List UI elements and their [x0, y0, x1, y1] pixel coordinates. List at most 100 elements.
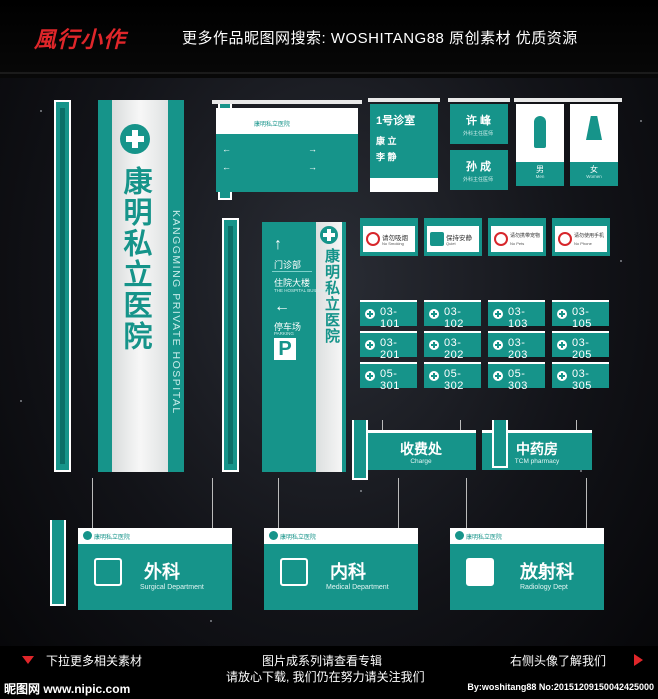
- star: [210, 620, 212, 622]
- sign-subtitle: TCM pharmacy: [514, 458, 560, 465]
- warning-sign-no-pets: 请勿携带宠物 No Pets: [488, 218, 546, 256]
- woman-icon: [586, 116, 602, 140]
- department-name-en: Radiology Dept: [520, 584, 568, 591]
- doctor-name: 许 峰: [466, 115, 492, 127]
- footer-bar: 下拉更多相关素材 图片成系列请查看专辑 请放心下载, 我们仍在努力请关注我们 右…: [0, 646, 658, 699]
- header-slogan: 更多作品昵图网搜索: WOSHITANG88 原创素材 优质资源: [182, 30, 578, 47]
- department-name-en: Surgical Department: [140, 584, 204, 591]
- room-number-sign: 03-202: [424, 331, 481, 361]
- directory-item: 住院大楼: [274, 278, 311, 288]
- medical-cross-icon: [429, 309, 439, 319]
- hospital-tower-sign: 康明私立医院 KANGGMING PRIVATE HOSPITAL: [98, 100, 184, 472]
- department-sign-radiology: 康明私立医院 放射科 Radiology Dept: [450, 528, 604, 610]
- department-sign-internal: 康明私立医院 内科 Medical Department: [264, 528, 418, 610]
- arrow-left-icon: ←: [222, 144, 231, 154]
- stethoscope-icon: [280, 558, 308, 586]
- quiet-icon: [430, 232, 444, 246]
- medical-cross-icon: [429, 340, 439, 350]
- department-name: 内科: [330, 562, 366, 582]
- room-number: 03-103: [508, 306, 528, 330]
- mount-bar: [568, 98, 622, 102]
- medical-cross-icon: [493, 371, 503, 381]
- slim-pole-sign: [54, 100, 71, 472]
- sign-title: 收费处: [400, 441, 442, 457]
- footer-album-link[interactable]: 图片成系列请查看专辑: [262, 654, 383, 668]
- door-sign-room1: 1号诊室 康 立 李 静: [370, 104, 438, 192]
- doctor-title: 外科主任医师: [463, 177, 494, 183]
- arrow-right-icon: →: [308, 162, 317, 172]
- arrow-left-icon: ←: [222, 162, 231, 172]
- directory-item: 门诊部: [274, 260, 302, 270]
- star: [20, 400, 22, 402]
- room-number: 03-203: [508, 337, 528, 361]
- surgery-tools-icon: [94, 558, 122, 586]
- hanging-wire: [212, 478, 213, 528]
- radiology-icon: [466, 558, 494, 586]
- medical-cross-icon: [365, 309, 375, 319]
- slim-hanging-sign: [352, 420, 368, 480]
- medical-cross-icon: [429, 371, 439, 381]
- warning-sign-no-smoking: 请勿吸烟 No Smoking: [360, 218, 418, 256]
- hanging-wire: [460, 420, 461, 432]
- room-number-sign: 03-203: [488, 331, 545, 361]
- warning-label-en: No Phone: [574, 241, 592, 246]
- no-pets-icon: [494, 232, 508, 246]
- hanging-wire: [398, 478, 399, 528]
- room-number: 05-302: [444, 368, 464, 392]
- sign-label: 康明私立医院: [280, 535, 317, 541]
- brand-logo: 風行小作: [34, 27, 127, 53]
- door-sign-doctor: 许 峰 外科主任医师: [450, 104, 508, 144]
- site-watermark: 昵图网 www.nipic.com: [4, 682, 131, 696]
- room-number-sign: 03-103: [488, 300, 545, 330]
- no-smoking-icon: [366, 232, 380, 246]
- warning-label-en: No Smoking: [382, 241, 404, 246]
- directory-tower-sign: 康明私立医院 ↑ 门诊部 住院大楼 THE HOSPITAL BUILDING …: [262, 222, 346, 472]
- room-number: 03-102: [444, 306, 464, 330]
- doctor-name: 康 立: [376, 136, 397, 146]
- header-divider: [0, 72, 658, 74]
- toilet-label-en: Women: [586, 174, 602, 179]
- header-bar: 風行小作 更多作品昵图网搜索: WOSHITANG88 原创素材 优质资源: [0, 0, 658, 78]
- sign-label: 康明私立医院: [466, 535, 503, 541]
- room-number: 05-301: [380, 368, 400, 392]
- footer-about-link[interactable]: 右侧头像了解我们: [510, 654, 607, 668]
- warning-sign-no-phone: 请勿使用手机 No Phone: [552, 218, 610, 256]
- mount-bar: [514, 98, 568, 102]
- toilet-label: 女: [590, 165, 598, 174]
- toilet-label-en: Men: [535, 174, 545, 179]
- medical-cross-icon: [493, 309, 503, 319]
- door-footer: [370, 178, 438, 192]
- warning-label: 请勿使用手机: [574, 233, 605, 239]
- room-number-sign: 03-205: [552, 331, 609, 361]
- mount-bar: [212, 100, 362, 104]
- room-number-sign: 05-303: [488, 362, 545, 392]
- room-number-sign: 05-302: [424, 362, 481, 392]
- star: [640, 120, 642, 122]
- hanging-wire: [92, 478, 93, 528]
- sign-title: 中药房: [516, 441, 558, 457]
- medical-cross-icon: [269, 531, 278, 540]
- arrow-right-icon: [634, 654, 643, 666]
- doctor-name: 李 静: [376, 152, 397, 162]
- medical-cross-icon: [365, 340, 375, 350]
- room-number-sign: 03-305: [552, 362, 609, 392]
- room-number: 03-305: [572, 368, 592, 392]
- mount-bar: [448, 98, 510, 102]
- hanging-wire: [278, 478, 279, 528]
- footer-more-link[interactable]: 下拉更多相关素材: [46, 654, 143, 668]
- room-number: 03-101: [380, 306, 400, 330]
- room-number: 05-303: [508, 368, 528, 392]
- mount-bar: [368, 98, 440, 102]
- department-name: 外科: [144, 562, 180, 582]
- room-number: 03-202: [444, 337, 464, 361]
- slim-hanging-sign: [50, 520, 66, 606]
- star: [40, 110, 42, 112]
- department-name: 放射科: [520, 562, 574, 582]
- medical-cross-icon: [83, 531, 92, 540]
- medical-cross-icon: [557, 371, 567, 381]
- medical-cross-icon: [455, 531, 464, 540]
- arrow-right-icon: →: [308, 144, 317, 154]
- doctor-title: 外科主任医师: [463, 131, 494, 137]
- arrow-left-icon: ←: [274, 298, 290, 315]
- directory-sub: PARKING: [274, 331, 294, 336]
